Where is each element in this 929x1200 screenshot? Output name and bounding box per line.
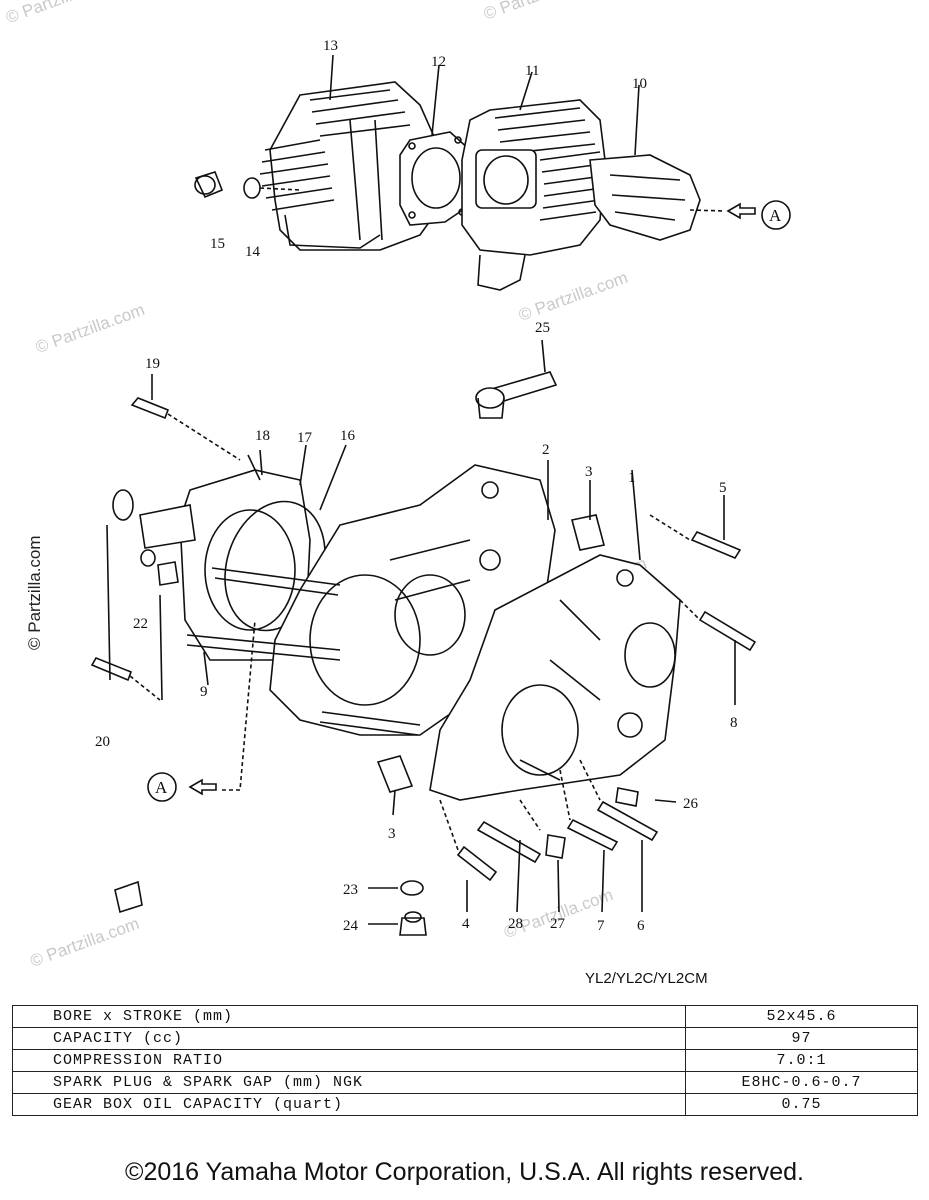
watermark: © Partzilla.com xyxy=(25,535,44,650)
table-row: COMPRESSION RATIO 7.0:1 xyxy=(12,1049,918,1072)
table-row: CAPACITY (cc) 97 xyxy=(12,1027,918,1050)
watermark: © Partzilla.com xyxy=(516,268,630,325)
spec-value: 0.75 xyxy=(685,1093,918,1116)
callout-number: 15 xyxy=(210,236,225,252)
callout-number: 11 xyxy=(525,63,539,79)
callout-number: 1 xyxy=(628,470,636,486)
copyright-notice: ©2016 Yamaha Motor Corporation, U.S.A. A… xyxy=(125,1158,804,1186)
callout-number: 25 xyxy=(535,320,550,336)
callout-number: 20 xyxy=(95,734,110,750)
watermark: © Partzilla.com xyxy=(481,0,595,24)
callout-number: 3 xyxy=(388,826,396,842)
callout-number: 22 xyxy=(133,616,148,632)
callout-number: 8 xyxy=(730,715,738,731)
callout-number: 5 xyxy=(719,480,727,496)
table-row: SPARK PLUG & SPARK GAP (mm) NGK E8HC-0.6… xyxy=(12,1071,918,1094)
ref-mark-a: A xyxy=(155,778,168,797)
callout-number: 23 xyxy=(343,882,358,898)
crankcase-assembly xyxy=(90,339,757,936)
callouts: 1 2 3 3 4 5 6 7 8 9 10 11 12 13 14 15 16… xyxy=(95,38,738,934)
watermark: © Partzilla.com xyxy=(33,300,147,357)
callout-number: 16 xyxy=(340,428,356,444)
spec-value: 7.0:1 xyxy=(685,1049,918,1072)
callout-number: 14 xyxy=(245,244,261,260)
table-row: GEAR BOX OIL CAPACITY (quart) 0.75 xyxy=(12,1093,918,1116)
callout-number: 28 xyxy=(508,916,523,932)
callout-number: 6 xyxy=(637,918,645,934)
callout-number: 9 xyxy=(200,684,208,700)
model-label: YL2/YL2C/YL2CM xyxy=(585,970,708,987)
spec-value: 52x45.6 xyxy=(685,1005,918,1028)
callout-number: 3 xyxy=(585,464,593,480)
callout-number: 17 xyxy=(297,430,313,446)
ref-mark-a: A xyxy=(769,206,782,225)
callout-number: 4 xyxy=(462,916,470,932)
watermark: © Partzilla.com xyxy=(28,914,142,971)
callout-number: 12 xyxy=(431,54,446,70)
cylinder-assembly xyxy=(194,54,791,291)
spec-label: SPARK PLUG & SPARK GAP (mm) NGK xyxy=(12,1071,686,1094)
callout-number: 7 xyxy=(597,918,605,934)
callout-number: 27 xyxy=(550,916,566,932)
table-row: BORE x STROKE (mm) 52x45.6 xyxy=(12,1005,918,1028)
callout-number: 24 xyxy=(343,918,359,934)
specs-table: BORE x STROKE (mm) 52x45.6 CAPACITY (cc)… xyxy=(12,1005,918,1116)
spec-label: BORE x STROKE (mm) xyxy=(12,1005,686,1028)
callout-number: 13 xyxy=(323,38,338,54)
parts-diagram: © Partzilla.com © Partzilla.com © Partzi… xyxy=(3,0,791,971)
watermark: © Partzilla.com xyxy=(3,0,117,27)
spec-value: E8HC-0.6-0.7 xyxy=(685,1071,918,1094)
callout-number: 26 xyxy=(683,796,699,812)
callout-number: 2 xyxy=(542,442,550,458)
callout-number: 18 xyxy=(255,428,270,444)
spec-label: GEAR BOX OIL CAPACITY (quart) xyxy=(12,1093,686,1116)
spec-label: COMPRESSION RATIO xyxy=(12,1049,686,1072)
spec-label: CAPACITY (cc) xyxy=(12,1027,686,1050)
spec-value: 97 xyxy=(685,1027,918,1050)
callout-number: 19 xyxy=(145,356,160,372)
callout-number: 10 xyxy=(632,76,647,92)
